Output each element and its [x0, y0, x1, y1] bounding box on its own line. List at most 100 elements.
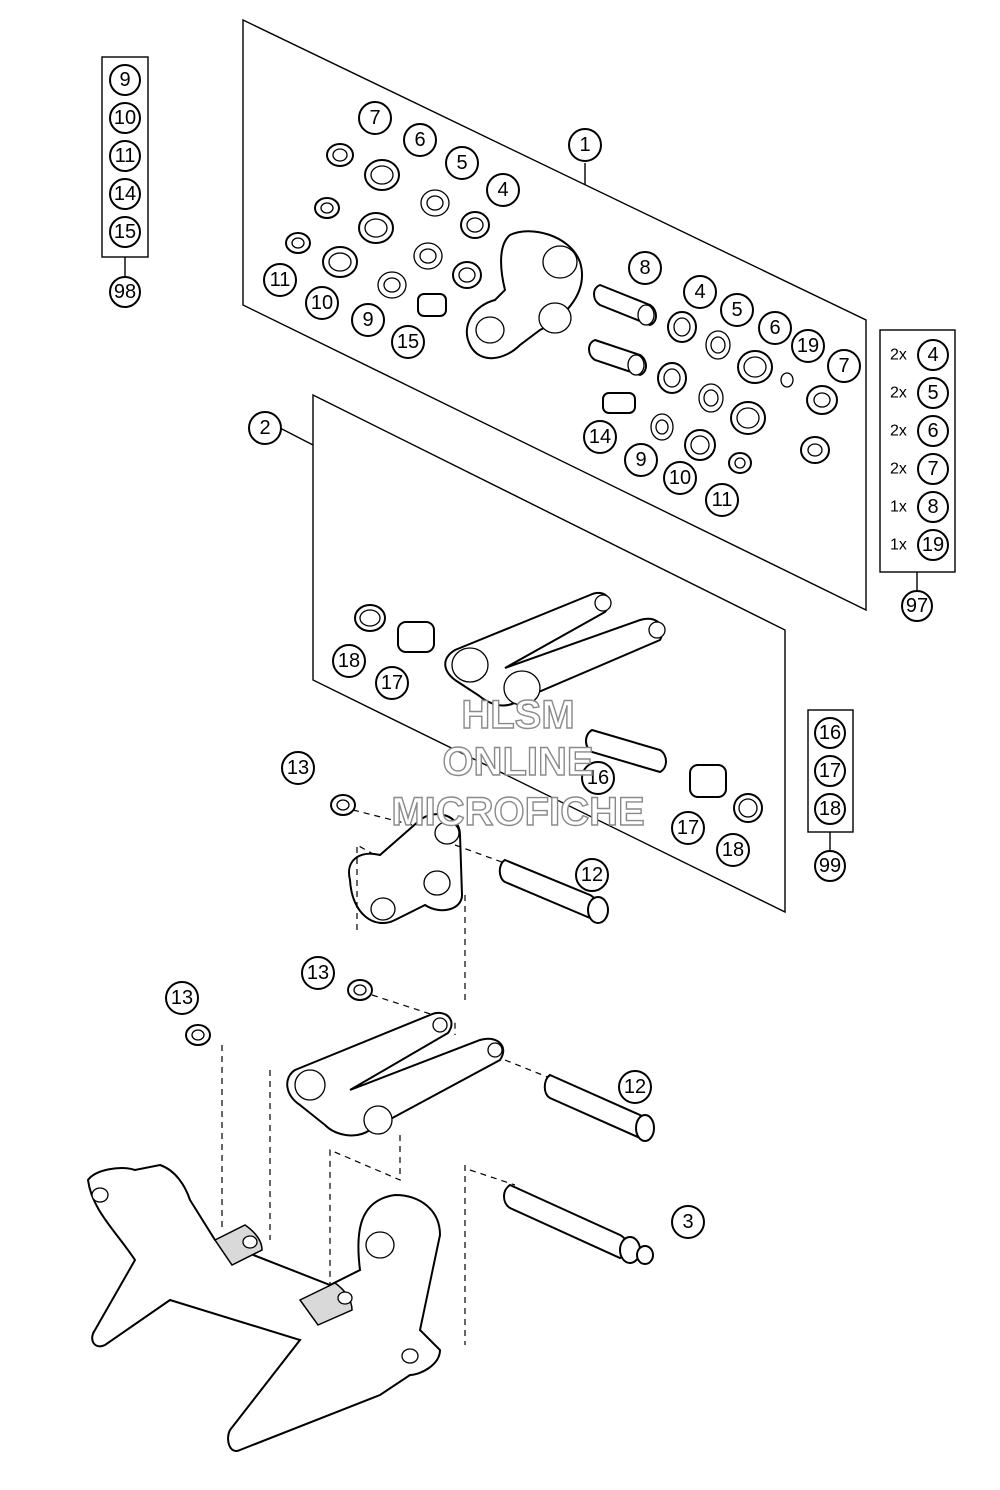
- kit97-item-5-circle: [917, 377, 949, 409]
- callout-k-g1-14-circle: [583, 420, 617, 454]
- kit97-qty-6: 2x: [890, 423, 907, 440]
- callout-k-g1-14: 14: [583, 420, 617, 454]
- kit97-item-5: 5: [917, 377, 949, 409]
- kit97-item-8: 8: [917, 491, 949, 523]
- callout-k-g1-4: 4: [486, 173, 520, 207]
- callout-p1-circle: [568, 128, 602, 162]
- kit99-item-18: 18: [814, 793, 846, 825]
- callout-k-g1-6-circle: [403, 123, 437, 157]
- kit97-number-circle: [901, 590, 933, 622]
- callout-k-13a-number: 13: [287, 757, 309, 779]
- callout-k-13b-number: 13: [307, 962, 329, 984]
- callout-k-g2-16-number: 16: [587, 767, 609, 789]
- callout-k-g2-17b-circle: [671, 811, 705, 845]
- callout-k-g2-18b-circle: [716, 833, 750, 867]
- callout-k-g1-9-circle: [351, 303, 385, 337]
- panel-1-parts: [285, 143, 838, 474]
- callout-p1: 1: [568, 128, 602, 162]
- callout-k-g1-14-number: 14: [589, 426, 611, 448]
- kit-98-box: [101, 56, 149, 278]
- callouts: 1237654111091584561971491011181716171813…: [165, 101, 861, 1239]
- callout-k-g1-6-number: 6: [414, 129, 425, 151]
- callout-k-g1-6b-circle: [758, 311, 792, 345]
- watermark-line-3: MICROFICHE: [391, 790, 644, 834]
- callout-k-g1-6: 6: [403, 123, 437, 157]
- kit99-item-17: 17: [814, 755, 846, 787]
- callout-k-g1-10b-number: 10: [669, 467, 691, 489]
- callout-k-g1-5: 5: [445, 146, 479, 180]
- kit98-number: 98: [109, 276, 141, 308]
- callout-k-g1-11b-number: 11: [712, 489, 733, 511]
- callout-k-g1-5-circle: [445, 146, 479, 180]
- callout-k-g1-7b: 7: [827, 349, 861, 383]
- callout-k-g1-7: 7: [358, 101, 392, 135]
- callout-k-13a: 13: [281, 751, 315, 785]
- kit98-item-14-circle: [109, 178, 141, 210]
- callout-k-g1-8: 8: [628, 251, 662, 285]
- callout-k-13a-circle: [281, 751, 315, 785]
- callout-k-g1-15-circle: [391, 325, 425, 359]
- kit97-item-4-circle: [917, 339, 949, 371]
- callout-k-g2-17-circle: [375, 666, 409, 700]
- kit97-item-4: 4: [917, 339, 949, 371]
- kit97-item-6-circle: [917, 415, 949, 447]
- callout-k-g1-19-number: 19: [797, 335, 819, 357]
- callout-k-g1-4b-number: 4: [694, 281, 705, 303]
- callout-k-g1-6b: 6: [758, 311, 792, 345]
- callout-k-g1-4b: 4: [683, 275, 717, 309]
- kit98-number-circle: [109, 276, 141, 308]
- kit97-item-6: 6: [917, 415, 949, 447]
- watermark-line-2: ONLINE: [442, 740, 593, 784]
- callout-k-g1-5-number: 5: [456, 152, 467, 174]
- kit97-item-19-circle: [917, 529, 949, 561]
- callout-k-g1-10b: 10: [663, 461, 697, 495]
- callout-k-13c: 13: [165, 981, 199, 1015]
- kit99-number-circle: [814, 850, 846, 882]
- callout-k-g1-11-circle: [263, 263, 297, 297]
- kit98-item-9-number: 9: [119, 69, 130, 91]
- panel-group-2: [279, 393, 786, 914]
- kit97-qty-19: 1x: [890, 537, 907, 554]
- kit98-item-10-circle: [109, 102, 141, 134]
- kit97-item-8-circle: [917, 491, 949, 523]
- callout-k-g1-5b-circle: [720, 293, 754, 327]
- kit98-item-14: 14: [109, 178, 141, 210]
- kit97-qty-7: 2x: [890, 461, 907, 478]
- panel-2-parts: [354, 592, 763, 823]
- callout-k-g1-9: 9: [351, 303, 385, 337]
- kit97-qty-8: 1x: [890, 499, 907, 516]
- callout-k-g2-17b-number: 17: [677, 817, 699, 839]
- kit99-item-18-circle: [814, 793, 846, 825]
- kit97-number: 97: [901, 590, 933, 622]
- kit-97-box: [879, 329, 956, 592]
- callout-k-12b-circle: [618, 1070, 652, 1104]
- callout-k-g1-7b-circle: [827, 349, 861, 383]
- callout-p3-number: 3: [682, 1211, 693, 1233]
- watermark: HLSM ONLINE MICROFICHE: [391, 692, 646, 834]
- callout-k-12a-circle: [575, 858, 609, 892]
- callout-k-g1-15: 15: [391, 325, 425, 359]
- callout-k-g1-9b-number: 9: [635, 449, 646, 471]
- callout-k-g1-9b-circle: [624, 443, 658, 477]
- callout-k-g2-16-circle: [581, 761, 615, 795]
- callout-k-12a: 12: [575, 858, 609, 892]
- kit98-item-9-circle: [109, 64, 141, 96]
- kit99-number-number: 99: [819, 855, 841, 877]
- kit99-number: 99: [814, 850, 846, 882]
- kit98-item-10: 10: [109, 102, 141, 134]
- kit98-item-10-number: 10: [114, 107, 136, 129]
- kit99-item-18-number: 18: [819, 798, 841, 820]
- watermark-line-1: HLSM: [461, 693, 574, 737]
- callout-k-g2-17b: 17: [671, 811, 705, 845]
- callout-k-g1-10: 10: [305, 286, 339, 320]
- kit98-item-15-number: 15: [114, 221, 136, 243]
- kit97-item-4-number: 4: [927, 344, 938, 366]
- callout-k-g1-11b-circle: [705, 483, 739, 517]
- callout-k-g1-11: 11: [263, 263, 297, 297]
- callout-k-g2-16: 16: [581, 761, 615, 795]
- callout-k-13c-number: 13: [171, 987, 193, 1009]
- callout-k-g2-17-number: 17: [381, 672, 403, 694]
- kit97-item-6-number: 6: [927, 420, 938, 442]
- callout-k-13c-circle: [165, 981, 199, 1015]
